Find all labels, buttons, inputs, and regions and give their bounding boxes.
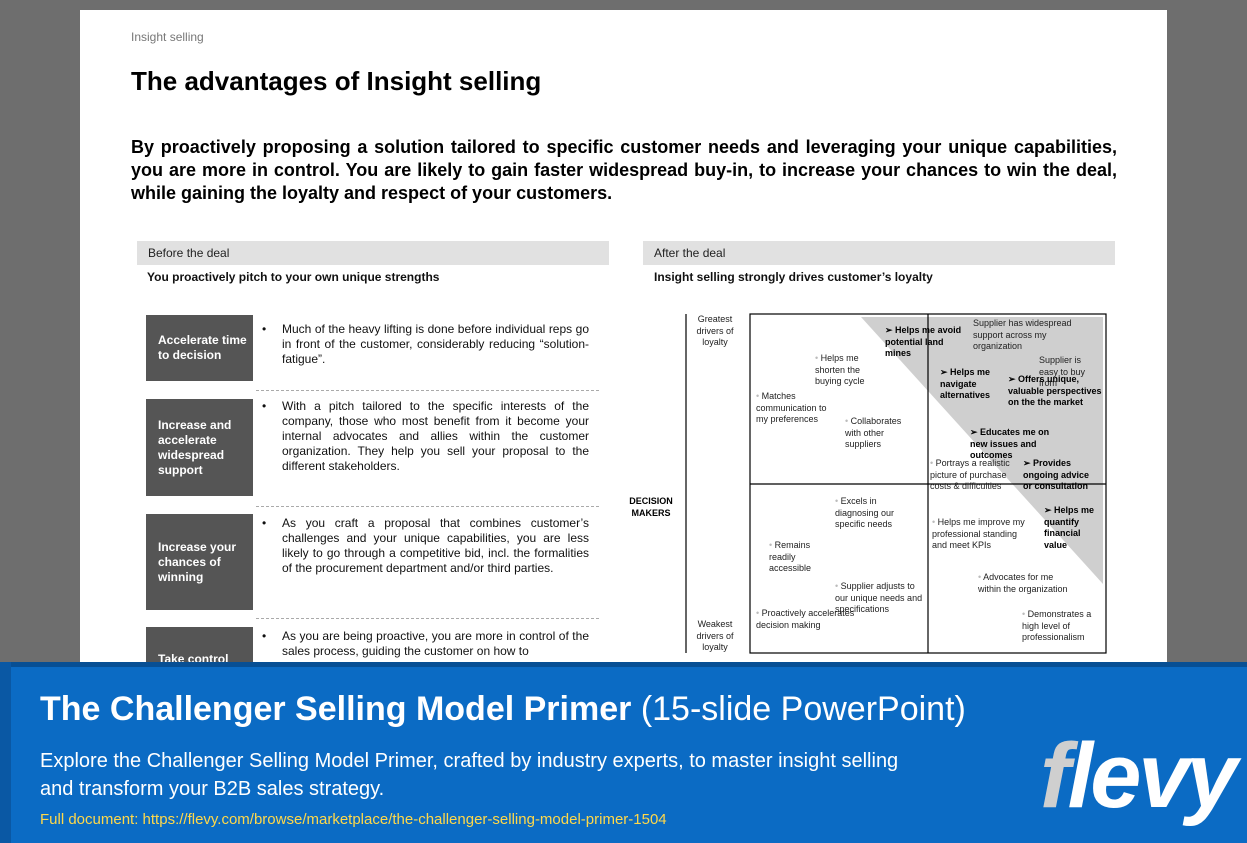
banner-description: Explore the Challenger Selling Model Pri…	[40, 750, 899, 800]
slide: Insight selling The advantages of Insigh…	[80, 10, 1167, 663]
banner-edge	[0, 662, 11, 843]
item-quantify-value: ➢ Helps me quantify financial value	[1044, 505, 1095, 550]
advantage-text: As you are being proactive, you are more…	[282, 629, 589, 658]
after-deal-subheader: Insight selling strongly drives customer…	[654, 270, 933, 284]
item-improve-standing: • Helps me improve my professional stand…	[932, 517, 1025, 550]
after-deal-header: After the deal	[643, 241, 1115, 265]
item-remains-accessible: • Remains readily accessible	[769, 540, 812, 573]
banner-title-main: The Challenger Selling Model Primer	[40, 690, 632, 728]
item-easy-to-buy: Supplier is easy to buy from	[1039, 355, 1086, 388]
item-navigate: ➢ Helps me navigate alternatives	[940, 367, 991, 400]
item-provides-advice: ➢ Provides ongoing advice or consultatio…	[1023, 458, 1090, 491]
item-adjusts-needs: • Supplier adjusts to our unique needs a…	[835, 581, 923, 614]
loyalty-triangle	[861, 317, 1103, 584]
flevy-logo: flevy	[1040, 725, 1238, 827]
item-proactively-accelerates: • Proactively accelerates decision makin…	[756, 608, 855, 630]
advantage-box-support: Increase and accelerate widespread suppo…	[146, 399, 253, 496]
advantage-text: As you craft a proposal that combines cu…	[282, 516, 589, 575]
document-link[interactable]: Full document: https://flevy.com/browse/…	[40, 811, 667, 828]
item-advocates: • Advocates for me within the organizati…	[978, 572, 1068, 594]
breadcrumb: Insight selling	[131, 30, 204, 44]
advantage-box-winning: Increase your chances of winning	[146, 514, 253, 610]
divider	[256, 390, 599, 391]
item-matches-communication: • Matches communication to my preference…	[756, 391, 827, 424]
item-unique-perspectives: ➢ Offers unique, valuable perspectives o…	[1008, 374, 1102, 407]
y-axis-label: DECISION MAKERS	[629, 496, 673, 518]
item-educates: ➢ Educates me on new issues and outcomes	[970, 427, 1050, 460]
advantage-bullet: •Much of the heavy lifting is done befor…	[262, 322, 589, 366]
y-top-label: Greatest drivers of loyalty	[696, 314, 734, 347]
banner-title-sub: (15-slide PowerPoint)	[640, 690, 966, 728]
y-bottom-label: Weakest drivers of loyalty	[696, 619, 734, 652]
loyalty-matrix: Greatest drivers of loyalty DECISION MAK…	[623, 310, 1117, 663]
advantage-label: Increase and accelerate widespread suppo…	[158, 417, 232, 477]
advantage-bullet: •As you craft a proposal that combines c…	[262, 516, 589, 575]
banner-stripe	[0, 662, 1247, 667]
advantage-label: Increase your chances of winning	[158, 539, 237, 584]
advantage-box-control: Take control	[146, 627, 253, 663]
advantage-text: With a pitch tailored to the specific in…	[282, 399, 589, 473]
item-professionalism: • Demonstrates a high level of professio…	[1022, 609, 1092, 642]
item-shorten-cycle: • Helps me shorten the buying cycle	[815, 353, 865, 386]
intro-text: By proactively proposing a solution tail…	[131, 137, 1117, 203]
divider	[256, 618, 599, 619]
advantage-bullet: •With a pitch tailored to the specific i…	[262, 399, 589, 473]
item-portrays: • Portrays a realistic picture of purcha…	[930, 458, 1010, 491]
before-deal-header: Before the deal	[137, 241, 609, 265]
item-widespread-support: Supplier has widespread support across m…	[973, 318, 1072, 351]
banner-title: The Challenger Selling Model Primer (15-…	[40, 690, 966, 729]
advantage-text: Much of the heavy lifting is done before…	[282, 322, 589, 366]
advantage-label: Take control	[158, 652, 229, 663]
item-collaborates: • Collaborates with other suppliers	[845, 416, 902, 449]
advantage-box-accelerate: Accelerate time to decision	[146, 315, 253, 381]
before-deal-subheader: You proactively pitch to your own unique…	[147, 270, 440, 284]
promo-banner: The Challenger Selling Model Primer (15-…	[0, 662, 1247, 843]
divider	[256, 506, 599, 507]
item-avoid-land-mines: ➢ Helps me avoid potential land mines	[885, 325, 962, 358]
advantage-bullet: •As you are being proactive, you are mor…	[262, 629, 589, 658]
advantage-label: Accelerate time to decision	[158, 333, 247, 362]
page-title: The advantages of Insight selling	[131, 66, 542, 96]
matrix-graphic	[685, 313, 1107, 654]
item-excels-diagnosing: • Excels in diagnosing our specific need…	[835, 496, 895, 529]
